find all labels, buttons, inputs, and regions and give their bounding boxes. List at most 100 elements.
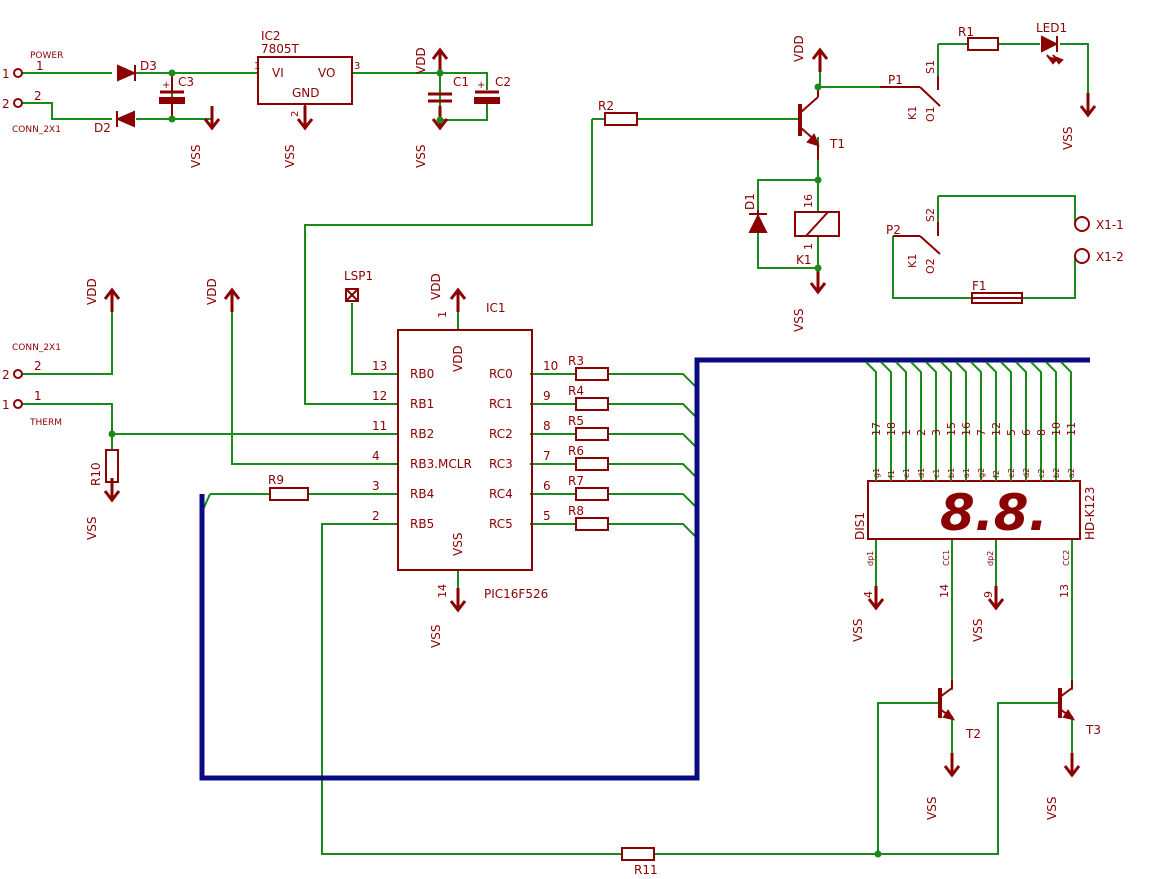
display-pin-num: 5 — [1005, 429, 1018, 436]
display-pin-num: 2 — [915, 429, 928, 436]
display-pins: 17g118f11e12d13c115b116a17g212f25e26d28c… — [862, 361, 1078, 598]
mcu-right-pin-label: RC3 — [489, 457, 513, 471]
mcu-right-pin-label: RC4 — [489, 487, 513, 501]
c1-label: C1 — [453, 75, 469, 89]
vss-label-r10: VSS — [85, 517, 99, 540]
conn-power-label: CONN_2X1 — [12, 125, 61, 135]
display-seg-label: e2 — [1007, 468, 1016, 478]
mcu-left-pin-num: 4 — [372, 449, 380, 463]
relay-coil-k1-icon — [794, 211, 840, 237]
display-pin-num: 11 — [1065, 422, 1078, 436]
mcu-right-pin-label: RC5 — [489, 517, 513, 531]
mcu-pins: 13RB012RB111RB24RB3.MCLR3RB42RB510RC0R39… — [372, 354, 584, 531]
mcu-left-pin-num: 3 — [372, 479, 380, 493]
display-pin-num: 18 — [885, 422, 898, 436]
resistor-r5-icon — [575, 427, 609, 441]
ic2-pin3: 3 — [354, 61, 360, 72]
ic2-pin1: 1 — [254, 61, 260, 72]
k1-label-p1: K1 — [906, 106, 919, 120]
display-pin-num: 8 — [1035, 429, 1048, 436]
mcu-right-pin-num: 8 — [543, 419, 551, 433]
junction-dot — [814, 176, 822, 184]
display-bottom-pin-num: 14 — [938, 584, 951, 598]
vss-arrow-led-icon — [1079, 93, 1097, 118]
junction-dot — [814, 264, 822, 272]
conn-therm-pin1-idx: 1 — [2, 398, 10, 412]
power-label: POWER — [30, 51, 63, 61]
display-seg-label: e1 — [902, 468, 911, 478]
x1-2-label: X1-2 — [1096, 250, 1124, 264]
resistor-label: R8 — [568, 504, 584, 518]
mcu-left-pin-num: 11 — [372, 419, 387, 433]
display-pin-num: 1 — [900, 429, 913, 436]
mcu-vss-label: VSS — [451, 533, 465, 556]
fuse-f1-icon — [971, 292, 1023, 304]
display-pin-num: 12 — [990, 422, 1003, 436]
s1-label: S1 — [924, 60, 937, 74]
display-pin-wire — [970, 361, 982, 481]
mcu-vdd-label: VDD — [451, 345, 465, 372]
switch-p1-icon — [880, 76, 941, 107]
resistor-r4-icon — [575, 397, 609, 411]
display-bottom-seg-label: CC1 — [942, 550, 951, 566]
display-pin-wire — [895, 361, 907, 481]
display-pin-wire — [910, 361, 922, 481]
mcu-name: IC1 — [486, 301, 506, 315]
display-pin-num: 6 — [1020, 429, 1033, 436]
conn-power-pin2-num: 2 — [34, 89, 42, 103]
display-seg-label: f2 — [992, 470, 1001, 478]
resistor-r9-icon — [269, 487, 309, 501]
display-seg-label: c1 — [932, 469, 941, 479]
o1-label: O1 — [924, 106, 937, 122]
capacitor-c1-icon — [428, 92, 452, 103]
mcu-left-pin-num: 2 — [372, 509, 380, 523]
mcu-right-pin-num: 10 — [543, 359, 558, 373]
mcu-left-pin-num: 12 — [372, 389, 387, 403]
s2-label: S2 — [924, 208, 937, 222]
diode-d3-icon — [117, 64, 137, 82]
display-pin-num: 10 — [1050, 422, 1063, 436]
vss-arrow-t2-icon — [943, 753, 961, 778]
vss-arrow-t3-icon — [1063, 753, 1081, 778]
vss-label-t1: VSS — [792, 309, 806, 332]
display-pin-wire — [1000, 361, 1012, 481]
vss-label-ic2: VSS — [283, 145, 297, 168]
display-bottom-pin-num: 4 — [862, 591, 875, 598]
o2-label: O2 — [924, 258, 937, 274]
transistor-t3-icon — [1058, 680, 1076, 721]
mcu-right-pin-label: RC1 — [489, 397, 513, 411]
k1-label-coil: K1 — [796, 253, 812, 267]
display-pin-num: 15 — [945, 422, 958, 436]
signal-bus — [199, 357, 1090, 781]
vss-arrow-mcu-icon — [449, 588, 467, 613]
display-seg-label: b1 — [947, 468, 956, 478]
vss-label-d2: VSS — [189, 145, 203, 168]
vdd-label-c: VDD — [414, 47, 428, 74]
conn-therm-pin2-icon — [13, 369, 23, 379]
ic2-value: 7805T — [261, 42, 300, 56]
vss-label-t3: VSS — [1045, 797, 1059, 820]
junction-dot — [436, 69, 444, 77]
display-seg-label: c2 — [1037, 469, 1046, 479]
t1-label: T1 — [829, 137, 845, 151]
coil-pin1: 1 — [802, 243, 815, 250]
display-bottom-seg-label: CC2 — [1062, 550, 1071, 566]
conn-power-pin2-idx: 2 — [2, 97, 10, 111]
junction-dot — [436, 116, 444, 124]
transistor-t2-icon — [938, 680, 956, 721]
resistor-r2-icon — [604, 112, 638, 126]
vdd-label-mcu: VDD — [429, 273, 443, 300]
vss-arrow-dp2-icon — [987, 586, 1005, 611]
c3-plus: + — [162, 80, 170, 91]
display-seg-label: a1 — [962, 468, 971, 478]
vss-arrow-dp1-icon — [867, 586, 885, 611]
display-dis1-body — [867, 480, 1081, 540]
resistor-label: R7 — [568, 474, 584, 488]
mcu-left-pin-label: RB1 — [410, 397, 434, 411]
conn-therm-pin2-idx: 2 — [2, 368, 10, 382]
capacitor-c2-icon — [474, 90, 500, 104]
mcu-vdd-pin: 1 — [436, 311, 449, 318]
junction-dot — [168, 69, 176, 77]
display-seg-label: g1 — [872, 468, 881, 478]
display-seg-label: a2 — [1067, 468, 1076, 478]
